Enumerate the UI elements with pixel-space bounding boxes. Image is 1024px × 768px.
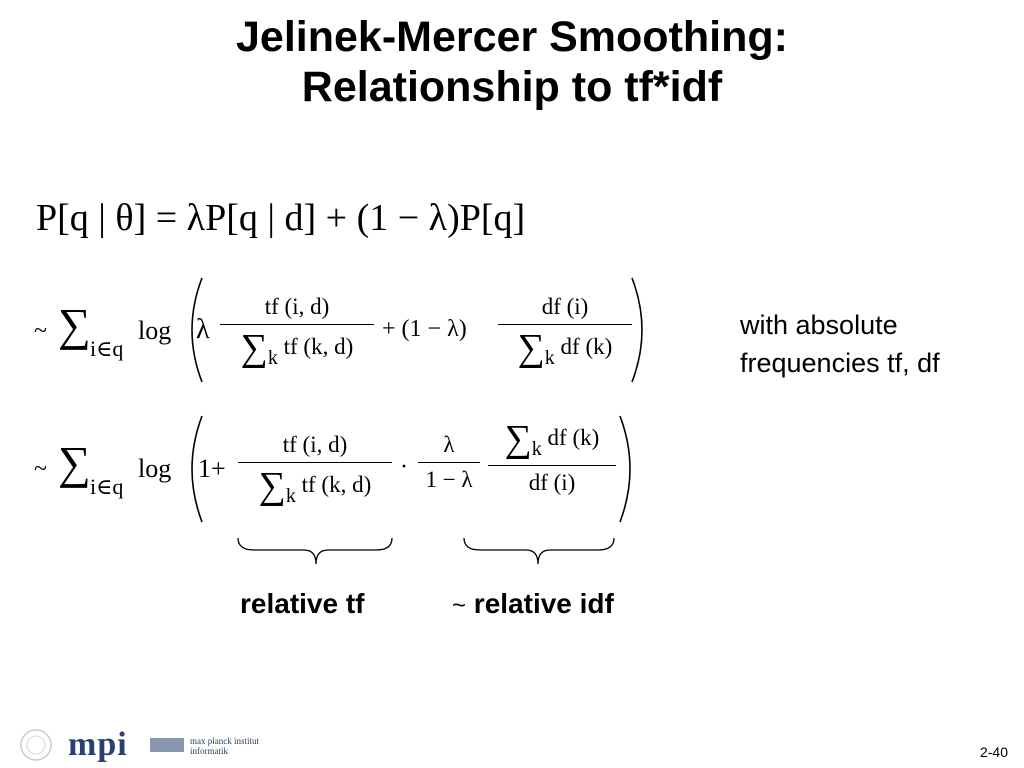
side-note-line-2: frequencies tf, df xyxy=(740,348,940,378)
sum-subscript: k xyxy=(285,485,296,507)
denominator-text: df (k) xyxy=(560,334,613,359)
sum-subscript: i∈q xyxy=(90,336,124,361)
logo-letters: mpi xyxy=(68,726,128,763)
fraction-tf: tf (i, d) ∑k tf (k, d) xyxy=(220,294,374,370)
log-label: log xyxy=(138,454,172,483)
tilde-prefix: ~ xyxy=(452,592,467,619)
tilde-prefix: ~ xyxy=(34,318,47,344)
title-line-1: Jelinek-Mercer Smoothing: xyxy=(236,13,788,61)
brace-relative-tf xyxy=(237,537,393,565)
sum-subscript: i∈q xyxy=(90,474,124,499)
fraction-lambda: λ 1 − λ xyxy=(418,432,480,493)
sum-symbol: ∑ xyxy=(258,465,286,507)
fraction-numerator: df (i) xyxy=(541,294,589,319)
one-plus: 1+ xyxy=(198,454,226,483)
fraction-bar xyxy=(498,324,632,325)
label-text: relative idf xyxy=(473,588,614,619)
plus-term: + (1 − λ) xyxy=(382,316,467,342)
label-relative-tf: relative tf xyxy=(240,588,365,619)
logo-text-line-1: max planck institut xyxy=(190,736,259,746)
left-paren xyxy=(191,277,203,383)
sum-subscript: k xyxy=(267,347,278,369)
sum-symbol: ∑ xyxy=(504,418,532,460)
sum-symbol: ∑ xyxy=(58,299,91,350)
fraction-df: df (i) ∑k df (k) xyxy=(498,294,632,370)
fraction-denominator: df (i) xyxy=(528,470,576,495)
fraction-idf: ∑k df (k) df (i) xyxy=(488,420,616,496)
fraction-numerator: ∑k df (k) xyxy=(488,420,616,461)
tilde-prefix: ~ xyxy=(34,456,47,482)
side-note: with absolute frequencies tf, df xyxy=(740,306,940,382)
sum-subscript: k xyxy=(531,438,542,460)
mpi-logo: mpi max planck institut informatik xyxy=(18,726,288,767)
sum-symbol: ∑ xyxy=(240,327,268,369)
fraction-bar xyxy=(488,465,616,466)
underbraces xyxy=(237,537,615,565)
brace-relative-idf xyxy=(463,537,615,565)
fraction-bar xyxy=(220,324,374,325)
numerator-text: df (k) xyxy=(547,425,600,450)
logo-graphic xyxy=(20,729,52,761)
page-number: 2-40 xyxy=(979,744,1008,760)
sum-subscript: k xyxy=(544,347,555,369)
title-line-2: Relationship to tf*idf xyxy=(301,63,723,111)
left-paren xyxy=(191,415,203,523)
fraction-bar xyxy=(418,462,480,463)
fraction-tf: tf (i, d) ∑k tf (k, d) xyxy=(238,432,392,508)
denominator-text: tf (k, d) xyxy=(283,334,354,359)
fraction-numerator: tf (i, d) xyxy=(282,432,348,457)
fraction-numerator: λ xyxy=(443,432,455,457)
sum-symbol: ∑ xyxy=(58,437,91,488)
lambda-symbol: λ xyxy=(196,314,210,345)
fraction-denominator: ∑k tf (k, d) xyxy=(220,329,374,370)
right-paren xyxy=(631,277,643,383)
fraction-denominator: 1 − λ xyxy=(425,467,473,492)
slide-title: Jelinek-Mercer Smoothing: Relationship t… xyxy=(0,12,1024,112)
fraction-numerator: tf (i, d) xyxy=(264,294,330,319)
log-label: log xyxy=(138,316,172,345)
logo-bar xyxy=(150,738,184,752)
logo-text-line-2: informatik xyxy=(190,746,228,756)
side-note-line-1: with absolute xyxy=(740,310,898,340)
fraction-denominator: ∑k tf (k, d) xyxy=(238,467,392,508)
right-paren xyxy=(619,415,631,523)
main-formula: P[q | θ] = λP[q | d] + (1 − λ)P[q] xyxy=(36,197,526,239)
sum-symbol: ∑ xyxy=(517,327,545,369)
denominator-text: tf (k, d) xyxy=(301,472,372,497)
dot-operator: · xyxy=(400,454,408,480)
fraction-bar xyxy=(238,462,392,463)
logo-text: max planck institut informatik xyxy=(190,736,259,756)
fraction-denominator: ∑k df (k) xyxy=(498,329,632,370)
label-relative-idf: ~ relative idf xyxy=(452,588,614,620)
